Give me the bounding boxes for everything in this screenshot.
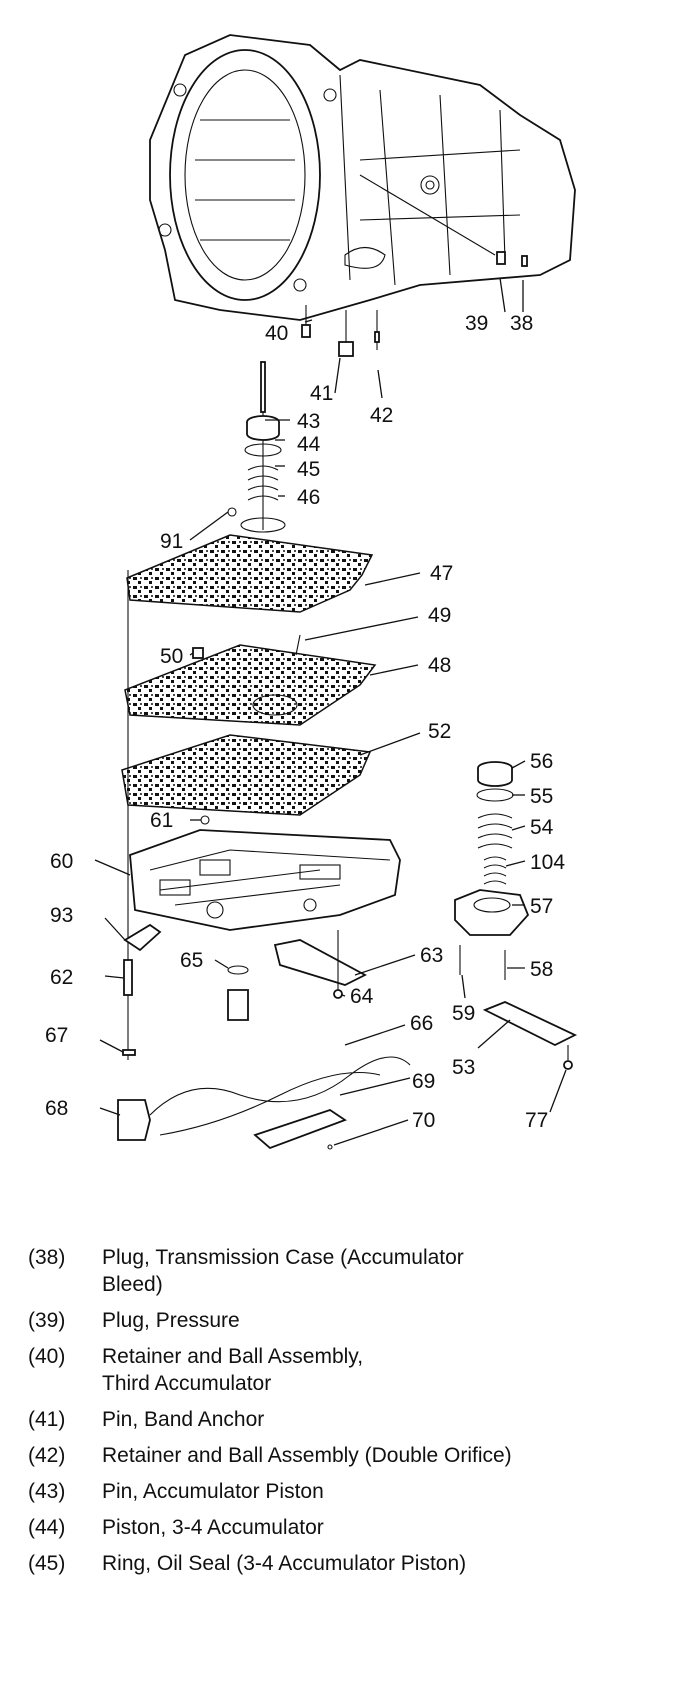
spacer-plate-48 (124, 644, 377, 726)
callout-91: 91 (160, 530, 183, 553)
callout-labels: 38 39 40 41 42 43 44 45 46 91 47 49 50 4… (45, 312, 565, 1132)
legend-text: Ring, Oil Seal (3-4 Accumulator Piston) (102, 1552, 467, 1575)
callout-93: 93 (50, 904, 73, 927)
leader-lines (94, 277, 567, 1146)
legend-text: Plug, Transmission Case (Accumulator Ble… (102, 1246, 464, 1296)
callout-77: 77 (525, 1109, 548, 1132)
accumulator-piston-pin (260, 361, 266, 413)
legend-number: (41) (28, 1408, 66, 1431)
callout-38: 38 (510, 312, 533, 335)
legend-row: (45) Ring, Oil Seal (3-4 Accumulator Pis… (28, 1550, 668, 1577)
callout-70: 70 (412, 1109, 435, 1132)
callout-50: 50 (160, 645, 183, 668)
exploded-parts-diagram: 38 39 40 41 42 43 44 45 46 91 47 49 50 4… (45, 34, 578, 1150)
wiring-harness-66 (149, 1056, 411, 1136)
check-ball-49 (295, 634, 301, 656)
spring-93 (123, 923, 162, 952)
callout-41: 41 (310, 382, 333, 405)
legend-number: (45) (28, 1552, 66, 1575)
oil-seal-ring (244, 443, 282, 457)
callout-56: 56 (530, 750, 553, 773)
callout-62: 62 (50, 966, 73, 989)
callout-45: 45 (297, 458, 320, 481)
callout-58: 58 (530, 958, 553, 981)
callout-49: 49 (428, 604, 451, 627)
legend-row: (39) Plug, Pressure (28, 1307, 668, 1334)
legend-row: (43) Pin, Accumulator Piston (28, 1478, 668, 1505)
case-plug-38 (521, 255, 528, 267)
legend-number: (43) (28, 1480, 66, 1503)
gasket-52 (121, 734, 372, 816)
legend-number: (40) (28, 1345, 66, 1368)
legend-row: (44) Piston, 3-4 Accumulator (28, 1514, 668, 1541)
legend-row: (41) Pin, Band Anchor (28, 1406, 668, 1433)
pressure-plug-39 (496, 251, 506, 265)
bolt-62 (123, 959, 133, 996)
legend-text: Pin, Accumulator Piston (102, 1480, 324, 1503)
callout-44: 44 (297, 433, 321, 456)
callout-104: 104 (530, 851, 565, 874)
callout-57: 57 (530, 895, 553, 918)
callout-63: 63 (420, 944, 443, 967)
callout-47: 47 (430, 562, 453, 585)
bolt-64 (333, 989, 343, 999)
retainer-ball-42 (374, 331, 380, 343)
legend-text: Pin, Band Anchor (102, 1408, 265, 1431)
check-ball-61 (200, 815, 210, 825)
callout-52: 52 (428, 720, 451, 743)
band-anchor-pin-41 (338, 341, 354, 357)
accumulator-spring (247, 465, 279, 501)
case-small-parts (301, 174, 528, 357)
accumulator-stack-right (454, 761, 578, 1070)
callout-69: 69 (412, 1070, 435, 1093)
callout-46: 46 (297, 486, 320, 509)
legend-row: (42) Retainer and Ball Assembly (Double … (28, 1442, 668, 1469)
bracket-53 (482, 1001, 578, 1047)
legend-number: (42) (28, 1444, 66, 1467)
pressure-switch-69 (253, 1109, 347, 1150)
callout-54: 54 (530, 816, 554, 839)
bolt-70 (327, 1144, 333, 1150)
accumulator-stack-3-4 (227, 361, 286, 533)
callout-59: 59 (452, 1002, 475, 1025)
solenoid-68 (117, 1099, 151, 1141)
transmission-case (149, 34, 576, 321)
spacer-plates (121, 534, 377, 1060)
parts-legend: (38) Plug, Transmission Case (Accumulato… (28, 1244, 668, 1586)
bolt-77 (563, 1060, 573, 1070)
callout-66: 66 (410, 1012, 433, 1035)
callout-42: 42 (370, 404, 393, 427)
callout-68: 68 (45, 1097, 68, 1120)
legend-text: Retainer and Ball Assembly (Double Orifi… (102, 1444, 512, 1467)
callout-39: 39 (465, 312, 488, 335)
legend-number: (44) (28, 1516, 66, 1539)
callout-40: 40 (265, 322, 288, 345)
legend-text: Piston, 3-4 Accumulator (102, 1516, 324, 1539)
valve-body (129, 829, 401, 931)
callout-53: 53 (452, 1056, 475, 1079)
callout-67: 67 (45, 1024, 68, 1047)
legend-row: (38) Plug, Transmission Case (Accumulato… (28, 1244, 668, 1298)
check-ball-91 (227, 507, 237, 517)
legend-row: (40) Retainer and Ball Assembly, Third A… (28, 1343, 668, 1397)
callout-65: 65 (180, 949, 203, 972)
callout-55: 55 (530, 785, 553, 808)
callout-64: 64 (350, 985, 374, 1008)
callout-43: 43 (297, 410, 320, 433)
callout-48: 48 (428, 654, 451, 677)
legend-text: Plug, Pressure (102, 1309, 240, 1332)
legend-text: Retainer and Ball Assembly, Third Accumu… (102, 1345, 364, 1395)
callout-60: 60 (50, 850, 73, 873)
diagram-canvas: 38 39 40 41 42 43 44 45 46 91 47 49 50 4… (45, 34, 578, 1150)
retainer-ball-40 (301, 324, 311, 338)
lower-parts (117, 923, 411, 1150)
filter-50 (192, 647, 204, 659)
o-ring-65 (227, 965, 249, 975)
legend-number: (39) (28, 1309, 66, 1332)
callout-61: 61 (150, 809, 173, 832)
legend-number: (38) (28, 1246, 66, 1269)
plate-63 (273, 939, 367, 986)
seal-67 (122, 1049, 136, 1056)
gasket-47 (126, 534, 374, 613)
